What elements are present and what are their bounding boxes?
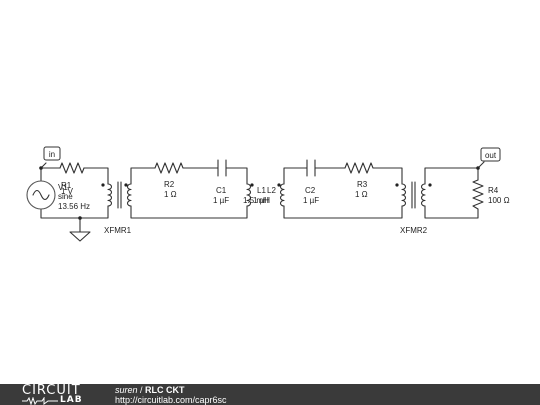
- l1-value: 1.5 mH: [243, 196, 269, 205]
- r4-name: R4: [488, 186, 499, 195]
- polarity-dot-xfmr2-p: [395, 183, 399, 187]
- footer-bar: CIRCUIT LAB suren / RLC CKT http://circu…: [0, 384, 540, 405]
- junction-in: [39, 166, 43, 170]
- port-out-label: out: [485, 151, 497, 160]
- v1-label: V1: [58, 183, 68, 192]
- polarity-dot-l1: [250, 183, 254, 187]
- polarity-dot-l2: [277, 183, 281, 187]
- logo-text-bottom: LAB: [60, 395, 83, 405]
- ground-symbol: [69, 231, 91, 242]
- circuit-url[interactable]: http://circuitlab.com/capr6sc: [115, 395, 227, 405]
- port-in-label: in: [49, 150, 55, 159]
- xfmr2-primary-coil[interactable]: [401, 183, 407, 207]
- schematic-diagram: in out R1 V1 1 V sine 13.56 Hz XFMR1 R2 …: [26, 146, 510, 242]
- xfmr2-core: [411, 181, 416, 209]
- circuit-meta: suren / RLC CKT http://circuitlab.com/ca…: [115, 385, 227, 405]
- polarity-dot-xfmr2-s: [428, 183, 432, 187]
- sine-icon: [32, 189, 50, 201]
- capacitor-c1[interactable]: [217, 159, 227, 177]
- port-in-box[interactable]: [43, 146, 61, 161]
- resistor-r4[interactable]: [472, 179, 484, 210]
- r3-value: 1 Ω: [355, 190, 368, 199]
- polarity-dot-xfmr1-p: [101, 183, 105, 187]
- r2-value: 1 Ω: [164, 190, 177, 199]
- l2-name: L2: [267, 186, 276, 195]
- port-out-box[interactable]: [480, 147, 501, 162]
- resistor-r3[interactable]: [344, 162, 376, 174]
- junction-ground: [78, 216, 82, 220]
- r2-name: R2: [164, 180, 175, 189]
- c2-value: 1 µF: [303, 196, 319, 205]
- xfmr1-primary-coil[interactable]: [107, 183, 113, 207]
- meta-separator: /: [137, 385, 146, 395]
- logo-text-top: CIRCUIT: [22, 383, 81, 398]
- r3-name: R3: [357, 180, 368, 189]
- circuitlab-logo: CIRCUIT LAB: [22, 384, 92, 405]
- wire-loop1: [40, 167, 109, 219]
- v1-value1: 1 V: [61, 187, 74, 196]
- c1-name: C1: [216, 186, 227, 195]
- xfmr1-secondary-coil[interactable]: [126, 183, 132, 207]
- source-v1-body[interactable]: [26, 180, 56, 210]
- v1-frequency: 13.56 Hz: [58, 202, 90, 211]
- inductor-l1[interactable]: [246, 183, 252, 207]
- xfmr2-label: XFMR2: [400, 226, 428, 235]
- xfmr1-core: [117, 181, 122, 209]
- c1-value: 1 µF: [213, 196, 229, 205]
- schematic-canvas: in out R1 V1 1 V sine 13.56 Hz XFMR1 R2 …: [26, 146, 510, 242]
- wire-loop2: [130, 167, 248, 219]
- circuit-title[interactable]: RLC CKT: [145, 385, 185, 395]
- wire-loop4: [424, 167, 479, 219]
- resistor-r2[interactable]: [154, 162, 186, 174]
- junction-out: [476, 166, 480, 170]
- inductor-l2[interactable]: [279, 183, 285, 207]
- v1-type: sine: [58, 192, 73, 201]
- r1-label: R1: [61, 181, 72, 190]
- r4-value: 100 Ω: [488, 196, 510, 205]
- xfmr1-label: XFMR1: [104, 226, 132, 235]
- l2-value: 1 µH: [253, 196, 270, 205]
- l1-name: L1: [257, 186, 266, 195]
- polarity-dot-xfmr1-s: [124, 183, 128, 187]
- capacitor-c2[interactable]: [306, 159, 316, 177]
- xfmr2-secondary-coil[interactable]: [420, 183, 426, 207]
- wire-loop3: [283, 167, 403, 219]
- logo-waveform-icon: [22, 397, 58, 405]
- author-link[interactable]: suren: [115, 385, 138, 395]
- resistor-r1[interactable]: [59, 162, 85, 174]
- c2-name: C2: [305, 186, 316, 195]
